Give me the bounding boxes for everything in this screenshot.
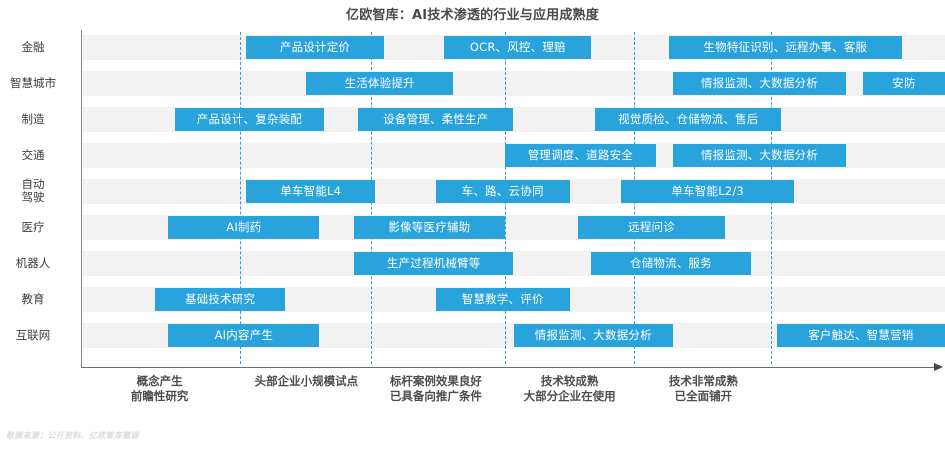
stage-label-line2: 大部分企业在使用	[523, 389, 616, 403]
page-title: 亿欧智库：AI技术渗透的行业与应用成熟度	[346, 8, 599, 23]
x-axis-line	[81, 367, 936, 368]
chart-bar[interactable]: 影像等医疗辅助	[353, 216, 505, 239]
stage-label-line2: 已全面铺开	[674, 389, 733, 403]
chart-bar[interactable]: 产品设计、复杂装配	[175, 108, 324, 131]
chart-bar[interactable]: 情报监测、大数据分析	[673, 144, 846, 167]
y-axis-label-7: 机器人	[0, 257, 66, 270]
chart-bar[interactable]: OCR、风控、理赔	[444, 36, 592, 59]
row-band	[82, 251, 945, 276]
chart-bar[interactable]: 视觉质检、仓储物流、售后	[595, 108, 782, 131]
chart-bar[interactable]: 智慧教学、评价	[435, 288, 570, 311]
chart-bar[interactable]: 生物特征识别、远程办事、客服	[668, 36, 902, 59]
chart-bar[interactable]: AI内容产生	[168, 324, 320, 347]
chart-bar[interactable]: 客户触达、智慧营销	[776, 324, 945, 347]
y-axis-label-3: 制造	[0, 113, 66, 126]
chart-bar[interactable]: 情报监测、大数据分析	[673, 72, 846, 95]
y-axis-label-2: 智慧城市	[0, 77, 66, 90]
chart-bar[interactable]: 车、路、云协同	[435, 180, 570, 203]
chart-bar[interactable]: AI制药	[168, 216, 320, 239]
chart-bar[interactable]: 远程问诊	[578, 216, 725, 239]
y-axis-line	[81, 30, 82, 368]
chart-bar[interactable]: 管理调度、道路安全	[504, 144, 656, 167]
stage-label-line2: 前瞻性研究	[130, 389, 189, 403]
y-axis-label-line1: 制造	[21, 112, 45, 126]
x-axis-arrow-icon	[934, 363, 943, 371]
y-axis-label-line1: 交通	[21, 148, 45, 162]
source-note: 数据来源：公开资料、亿欧智库整理	[6, 431, 139, 440]
x-axis-stage-label-5: 技术非常成熟已全面铺开	[623, 374, 783, 404]
y-axis-label-1: 金融	[0, 41, 66, 54]
stage-label-line1: 标杆案例效果良好	[389, 374, 482, 388]
y-axis-label-line1: 自动	[21, 177, 45, 191]
y-axis-label-line1: 医疗	[21, 220, 45, 234]
y-axis-label-8: 教育	[0, 293, 66, 306]
chart-bar[interactable]: 设备管理、柔性生产	[358, 108, 514, 131]
chart-bar[interactable]: 仓储物流、服务	[591, 252, 751, 275]
chart-bar[interactable]: 生产过程机械臂等	[353, 252, 514, 275]
x-axis-stage-label-3: 标杆案例效果良好已具备向推广条件	[356, 374, 516, 404]
y-axis-label-4: 交通	[0, 149, 66, 162]
x-axis-stage-label-1: 概念产生前瞻性研究	[80, 374, 240, 404]
y-axis-label-5: 自动驾驶	[0, 178, 66, 204]
y-axis-label-line1: 金融	[21, 40, 45, 54]
stage-label-line2: 已具备向推广条件	[389, 389, 482, 403]
x-axis-stage-label-2: 头部企业小规模试点	[226, 374, 386, 389]
chart-bar[interactable]: 生活体验提升	[306, 72, 454, 95]
y-axis-label-6: 医疗	[0, 221, 66, 234]
y-axis-label-line1: 机器人	[15, 256, 51, 270]
chart-bar[interactable]: 产品设计定价	[245, 36, 385, 59]
chart-bar[interactable]: 基础技术研究	[155, 288, 285, 311]
y-axis-label-line1: 教育	[21, 292, 45, 306]
y-axis: 金融智慧城市制造交通自动驾驶医疗机器人教育互联网	[0, 32, 78, 362]
chart-bar[interactable]: 单车智能L4	[245, 180, 376, 203]
y-axis-label-9: 互联网	[0, 329, 66, 342]
y-axis-label-line1: 智慧城市	[10, 76, 56, 90]
stage-label-line1: 技术较成熟	[540, 374, 599, 388]
stage-label-line1: 概念产生	[136, 374, 183, 388]
y-axis-label-line1: 互联网	[15, 328, 51, 342]
stage-divider-1	[239, 32, 241, 364]
chart-bar[interactable]: 安防	[863, 72, 945, 95]
chart-bar[interactable]: 情报监测、大数据分析	[513, 324, 674, 347]
x-axis-stage-label-4: 技术较成熟大部分企业在使用	[490, 374, 650, 404]
y-axis-label-line2: 驾驶	[21, 190, 45, 204]
chart-bar[interactable]: 单车智能L2/3	[621, 180, 794, 203]
stage-label-line1: 头部企业小规模试点	[254, 374, 359, 388]
stage-label-line1: 技术非常成熟	[668, 374, 738, 388]
